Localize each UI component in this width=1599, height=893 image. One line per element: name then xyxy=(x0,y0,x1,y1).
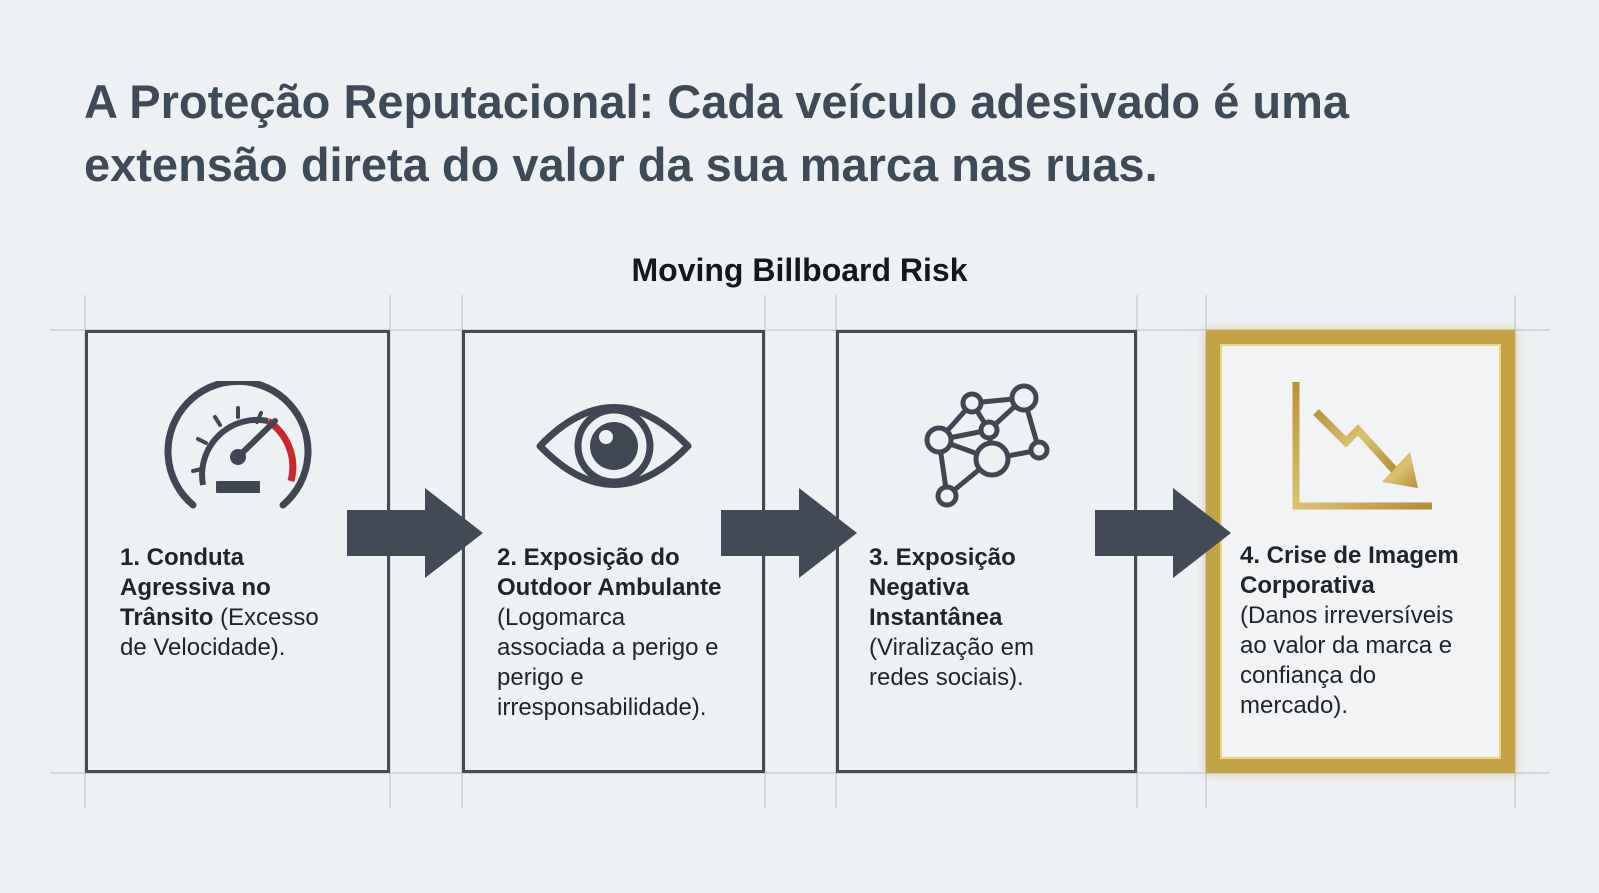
step-4-desc-line-3: confiança do xyxy=(1240,662,1377,689)
step-card-1: 1. Conduta Agressiva no Trânsito (Excess… xyxy=(85,330,390,773)
step-3-title-line-2: Negativa xyxy=(869,574,970,601)
step-4-title-line-2: Corporativa xyxy=(1240,572,1375,599)
step-2-desc-line-2: associada a perigo e xyxy=(497,634,719,661)
step-4-title-line-1: 4. Crise de Imagem xyxy=(1240,542,1459,569)
step-4-text: 4. Crise de Imagem Corporativa (Danos ir… xyxy=(1240,541,1510,721)
network-icon xyxy=(924,383,1049,508)
step-4-desc-line-2: ao valor da marca e xyxy=(1240,632,1453,659)
step-2-title-line-1: 2. Exposição do xyxy=(497,544,680,571)
arrow-right-icon xyxy=(721,488,857,578)
step-2-text: 2. Exposição do Outdoor Ambulante (Logom… xyxy=(497,543,762,723)
step-1-title-line-2: Agressiva no xyxy=(120,574,271,601)
step-2-desc-line-3: perigo e xyxy=(497,664,584,691)
step-3-title-line-1: 3. Exposição xyxy=(869,544,1016,571)
step-1-title-line-1: 1. Conduta xyxy=(120,544,244,571)
headline-line-1: A Proteção Reputacional: Cada veículo ad… xyxy=(84,75,1350,128)
step-2-desc-line-1: (Logomarca xyxy=(497,604,626,631)
step-3-text: 3. Exposição Negativa Instantânea (Viral… xyxy=(869,543,1134,693)
eye-icon xyxy=(536,404,691,488)
step-card-3: 3. Exposição Negativa Instantânea (Viral… xyxy=(836,330,1137,773)
step-1-desc-line-1: (Excesso xyxy=(213,604,319,631)
page-title: A Proteção Reputacional: Cada veículo ad… xyxy=(84,70,1504,196)
step-card-2: 2. Exposição do Outdoor Ambulante (Logom… xyxy=(462,330,765,773)
speedometer-icon xyxy=(164,381,311,509)
step-card-4: 4. Crise de Imagem Corporativa (Danos ir… xyxy=(1206,330,1515,773)
step-1-desc-line-2: de Velocidade). xyxy=(120,634,286,661)
step-4-desc-line-4: mercado). xyxy=(1240,692,1349,719)
headline-line-2: extensão direta do valor da sua marca na… xyxy=(84,138,1158,191)
diagram-subtitle: Moving Billboard Risk xyxy=(631,252,968,288)
arrow-right-icon xyxy=(1095,488,1231,578)
step-2-title-line-2: Outdoor Ambulante xyxy=(497,574,722,601)
declining-chart-icon xyxy=(1292,382,1432,510)
step-3-desc-line-1: (Viralização em xyxy=(869,634,1034,661)
arrow-right-icon xyxy=(347,488,483,578)
step-3-desc-line-2: redes sociais). xyxy=(869,664,1024,691)
step-4-desc-line-1: (Danos irreversíveis xyxy=(1240,602,1454,629)
step-2-desc-line-4: irresponsabilidade). xyxy=(497,694,707,721)
step-1-text: 1. Conduta Agressiva no Trânsito (Excess… xyxy=(120,543,380,663)
step-3-title-line-3: Instantânea xyxy=(869,604,1003,631)
step-1-title-line-3: Trânsito xyxy=(120,604,214,631)
